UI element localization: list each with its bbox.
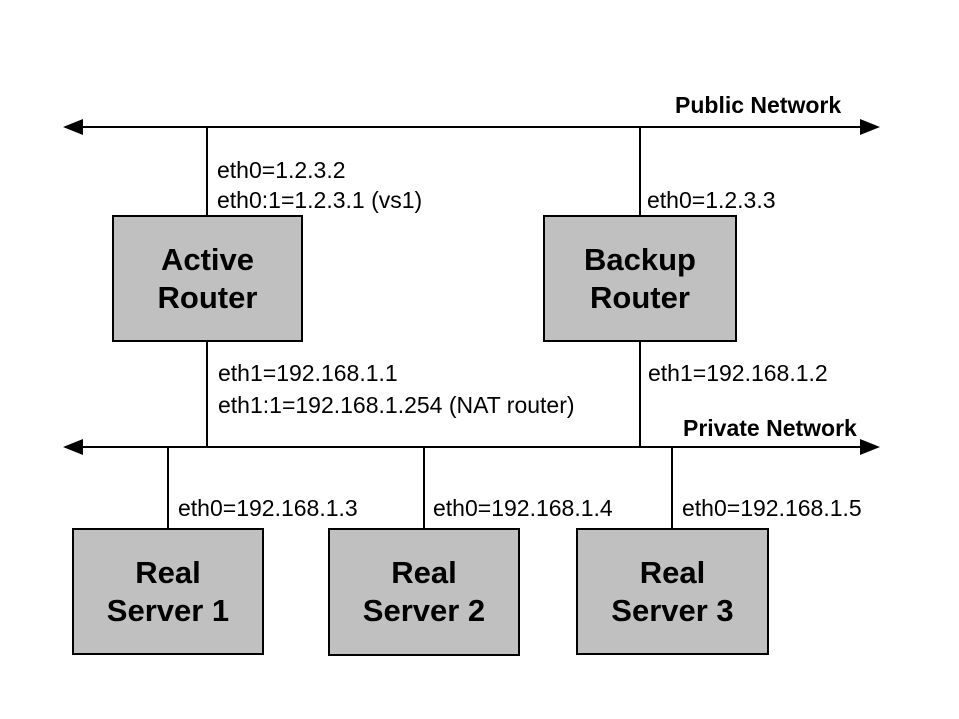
private-network-line (72, 446, 868, 448)
real-server-3-node: Real Server 3 (576, 528, 769, 655)
active-router-eth1-alias-label: eth1:1=192.168.1.254 (NAT router) (218, 392, 575, 418)
active-router-eth0-label: eth0=1.2.3.2 (217, 157, 346, 183)
real-server-3-label: Real Server 3 (611, 554, 734, 628)
backup-router-eth0-label: eth0=1.2.3.3 (647, 187, 776, 213)
real-server-1-label: Real Server 1 (106, 554, 230, 628)
real-server-1-node: Real Server 1 (72, 528, 264, 655)
active-router-eth1-label: eth1=192.168.1.1 (218, 360, 398, 386)
arrowhead-right-icon (860, 439, 880, 455)
arrowhead-left-icon (63, 439, 83, 455)
connector-server3-private (671, 447, 673, 528)
real-server-2-node: Real Server 2 (328, 528, 520, 656)
connector-backup-router-private (639, 342, 641, 447)
connector-backup-router-public (639, 127, 641, 215)
server3-eth0-label: eth0=192.168.1.5 (682, 495, 862, 521)
public-network-line (72, 126, 868, 128)
backup-router-node: Backup Router (543, 215, 737, 342)
private-network-label: Private Network (683, 415, 857, 441)
real-server-2-label: Real Server 2 (362, 555, 486, 628)
server2-eth0-label: eth0=192.168.1.4 (433, 495, 613, 521)
server1-eth0-label: eth0=192.168.1.3 (178, 495, 358, 521)
arrowhead-left-icon (63, 119, 83, 135)
connector-server1-private (167, 447, 169, 528)
connector-server2-private (423, 447, 425, 528)
public-network-label: Public Network (675, 92, 842, 118)
connector-active-router-public (206, 127, 208, 215)
arrowhead-right-icon (860, 119, 880, 135)
active-router-label: Active Router (157, 241, 258, 315)
backup-router-label: Backup Router (584, 241, 696, 315)
backup-router-eth1-label: eth1=192.168.1.2 (648, 360, 828, 386)
connector-active-router-private (206, 342, 208, 447)
active-router-node: Active Router (112, 215, 303, 342)
active-router-eth0-alias-label: eth0:1=1.2.3.1 (vs1) (217, 187, 423, 213)
